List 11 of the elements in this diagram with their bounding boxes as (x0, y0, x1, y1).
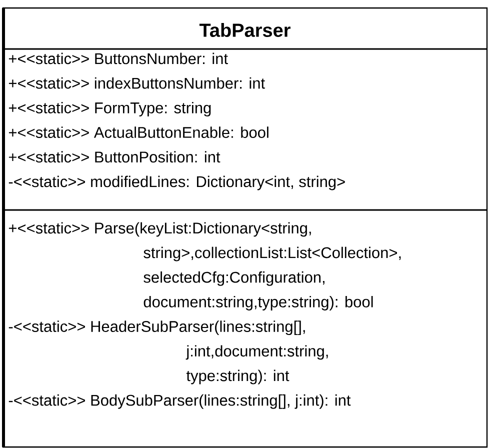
method-text: -<<static>> BodySubParser(lines:string[], j:int): int (8, 394, 351, 409)
class-name: TabParser (199, 23, 290, 37)
attribute-text: +<<static>> ActualButtonEnable: bool (8, 126, 268, 138)
attribute-text: +<<static>> ButtonPosition: int (8, 151, 220, 163)
attribute-text: +<<static>> ButtonsNumber: int (8, 52, 228, 64)
method-text: -<<static>> HeaderSubParser(lines:string[], j:int,document:string, type:string): int (8, 320, 328, 384)
method-text: +<<static>> Parse(keyList:Dictionary<string, string>,collectionList:List<Collection>, selectedCfg:Configuration, document:string,type:string): bool (8, 222, 401, 310)
attribute-text: +<<static>> indexButtonsNumber: int (8, 77, 265, 89)
class-box (2, 7, 488, 448)
attribute-text: +<<static>> FormType: string (8, 102, 211, 116)
attribute-text: -<<static>> modifiedLines: Dictionary<int, string> (8, 176, 345, 190)
